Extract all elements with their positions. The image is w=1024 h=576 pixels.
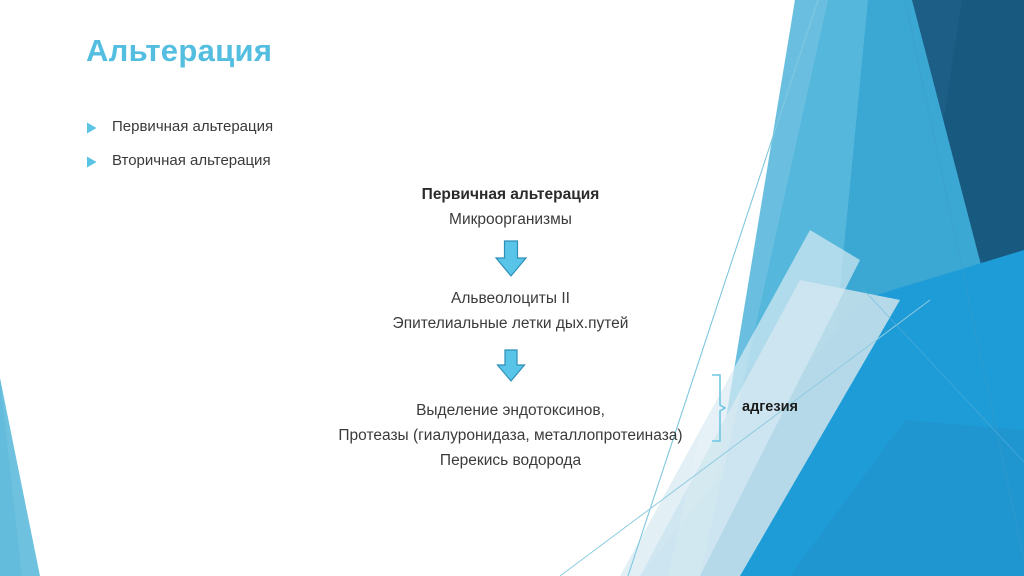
- list-item-label: Первичная альтерация: [112, 118, 274, 135]
- adhesion-group: Альвеолоциты II Эпителиальные летки дых.…: [258, 286, 798, 442]
- page-title: Альтерация: [86, 33, 273, 68]
- triangle-right-icon: [84, 120, 100, 136]
- bullet-list: Первичная альтерация Вторичная альтераци…: [84, 118, 504, 186]
- flow-source: Микроорганизмы: [449, 211, 572, 228]
- brace-label: адгезия: [742, 399, 798, 415]
- flow-heading: Первичная альтерация: [421, 186, 600, 203]
- flow-output-2: Протеазы (гиалуронидаза, металлопротеина…: [338, 427, 683, 444]
- flow-diagram: Первичная альтерация Микроорганизмы Альв…: [258, 182, 798, 473]
- flow-target-2: Эпителиальные летки дых.путей: [392, 315, 629, 332]
- flow-outputs: Выделение эндотоксинов, Протеазы (гиалур…: [258, 398, 763, 473]
- flow-output-1: Выделение эндотоксинов,: [416, 402, 605, 419]
- arrow-down-icon-1: [258, 239, 763, 279]
- curly-brace-right-icon: [710, 374, 726, 442]
- flow-target-1: Альвеолоциты II: [451, 290, 570, 307]
- list-item-label: Вторичная альтерация: [112, 152, 271, 169]
- list-item: Вторичная альтерация: [84, 152, 504, 172]
- triangle-right-icon: [84, 154, 100, 170]
- list-item: Первичная альтерация: [84, 118, 504, 138]
- arrow-down-icon-2: [258, 348, 763, 384]
- flow-output-3: Перекись водорода: [439, 452, 582, 469]
